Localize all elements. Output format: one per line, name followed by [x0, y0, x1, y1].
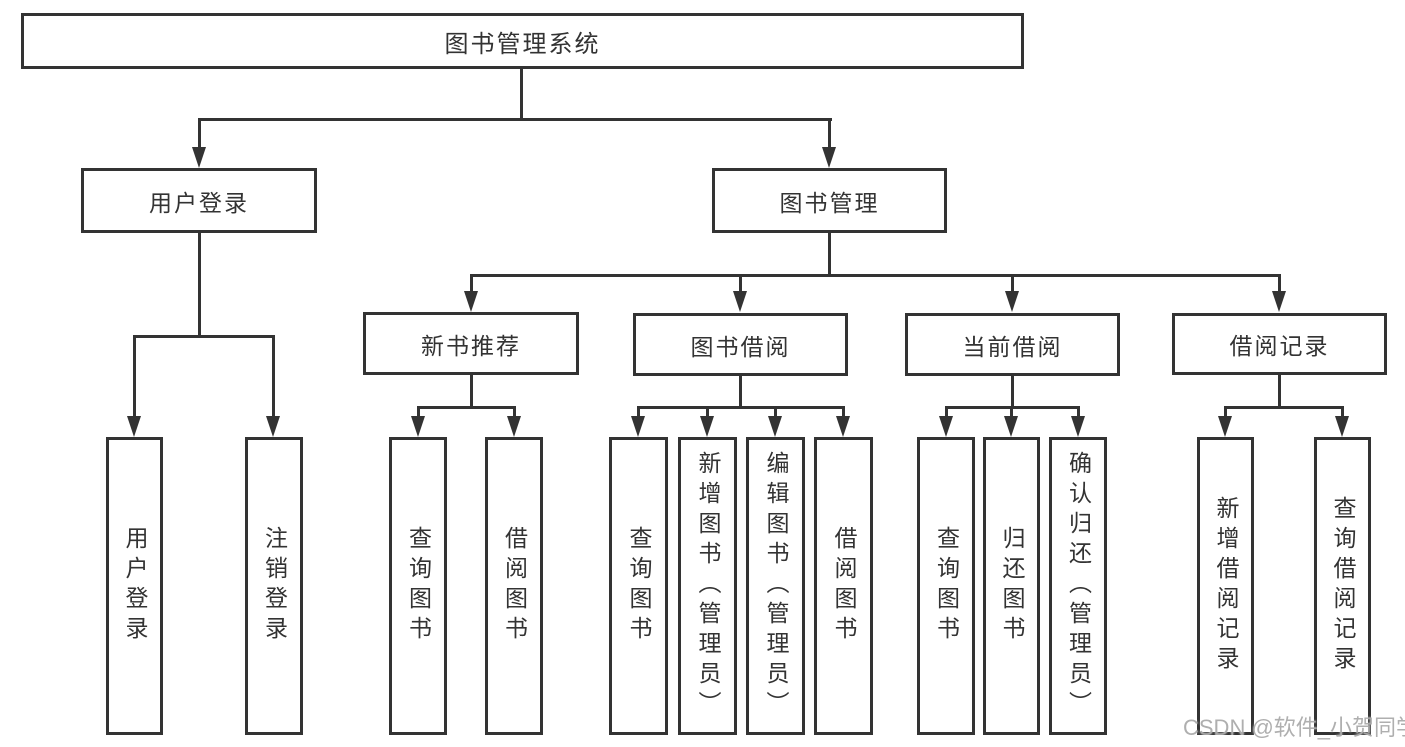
connector-shaft-current-borrow [1011, 274, 1014, 296]
connector-shaft [774, 406, 777, 420]
leaf-edit-book-admin: 编辑图书（管理员） [746, 437, 805, 735]
connector-userlogin-hbar [133, 335, 275, 338]
leaf-query-book-recommend: 查询图书 [389, 437, 447, 735]
leaf-confirm-return-admin: 确认归还（管理员） [1049, 437, 1107, 735]
connector-bookborrow-hbar [637, 406, 845, 409]
arrow-down-icon [127, 416, 141, 437]
node-library-management-system-label: 图书管理系统 [444, 30, 601, 58]
connector-currentborrow-stub [1011, 376, 1014, 409]
leaf-add-book-admin-label: 新增图书（管理员） [695, 451, 721, 721]
leaf-add-borrow-record-label: 新增借阅记录 [1213, 496, 1239, 676]
leaf-confirm-return-admin-label: 确认归还（管理员） [1065, 451, 1092, 721]
arrow-down-icon [411, 416, 425, 437]
leaf-logout: 注销登录 [245, 437, 303, 735]
leaf-borrow-book: 借阅图书 [814, 437, 873, 735]
leaf-query-book-current: 查询图书 [917, 437, 975, 735]
arrow-down-icon [939, 416, 953, 437]
node-book-management-label: 图书管理 [779, 189, 880, 216]
connector-newbook-hbar [417, 406, 516, 409]
node-current-borrowing: 当前借阅 [905, 313, 1120, 376]
connector-shaft [842, 406, 845, 420]
arrow-down-icon [1218, 416, 1232, 437]
connector-shaft [513, 406, 516, 420]
connector-root-hbar [198, 118, 832, 121]
node-borrowing-records-label: 借阅记录 [1229, 333, 1330, 359]
connector-shaft [637, 406, 640, 420]
connector-shaft [1010, 406, 1013, 420]
arrow-down-icon [822, 147, 836, 168]
leaf-borrow-book-recommend: 借阅图书 [485, 437, 543, 735]
leaf-add-borrow-record: 新增借阅记录 [1197, 437, 1254, 735]
leaf-query-borrow-record: 查询借阅记录 [1314, 437, 1371, 735]
arrow-down-icon [192, 147, 206, 168]
leaf-query-book-borrowing-label: 查询图书 [626, 526, 652, 646]
connector-shaft [1224, 406, 1227, 420]
leaf-query-borrow-record-label: 查询借阅记录 [1330, 496, 1356, 676]
connector-shaft-book-borrow [739, 274, 742, 296]
leaf-user-login-label: 用户登录 [122, 526, 148, 646]
connector-shaft-new-book [470, 274, 473, 296]
connector-bookborrow-stub [739, 376, 742, 409]
connector-newbook-stub [470, 375, 473, 409]
arrow-down-icon [700, 416, 714, 437]
node-user-login-label: 用户登录 [149, 189, 249, 216]
leaf-return-book: 归还图书 [983, 437, 1040, 735]
connector-shaft [945, 406, 948, 420]
leaf-user-login: 用户登录 [106, 437, 163, 735]
arrow-down-icon [733, 291, 747, 312]
connector-shaft-borrow-records [1278, 274, 1281, 296]
leaf-logout-label: 注销登录 [261, 526, 288, 646]
leaf-borrow-book-recommend-label: 借阅图书 [501, 526, 528, 646]
connector-shaft-leaf-logout [272, 335, 275, 420]
arrow-down-icon [836, 416, 850, 437]
node-book-borrowing: 图书借阅 [633, 313, 848, 376]
leaf-return-book-label: 归还图书 [999, 526, 1025, 646]
node-book-management: 图书管理 [712, 168, 947, 233]
arrow-down-icon [507, 416, 521, 437]
arrow-down-icon [266, 416, 280, 437]
connector-records-hbar [1224, 406, 1344, 409]
connector-shaft [1077, 406, 1080, 420]
connector-userlogin-stub [198, 233, 201, 338]
node-user-login: 用户登录 [81, 168, 317, 233]
connector-shaft [417, 406, 420, 420]
arrow-down-icon [1005, 291, 1019, 312]
node-book-borrowing-label: 图书借阅 [690, 333, 791, 360]
leaf-edit-book-admin-label: 编辑图书（管理员） [763, 451, 789, 721]
leaf-borrow-book-label: 借阅图书 [831, 526, 857, 646]
arrow-down-icon [1272, 291, 1286, 312]
leaf-query-book-current-label: 查询图书 [933, 526, 960, 646]
connector-bookmgmt-hbar [470, 274, 1281, 277]
watermark: CSDN @软件_小贺同学 [1183, 715, 1405, 740]
node-new-book-recommend-label: 新书推荐 [421, 332, 521, 359]
connector-shaft-book-mgmt [828, 118, 831, 152]
arrow-down-icon [1071, 416, 1085, 437]
node-library-management-system: 图书管理系统 [21, 13, 1024, 69]
arrow-down-icon [631, 416, 645, 437]
arrow-down-icon [1335, 416, 1349, 437]
leaf-add-book-admin: 新增图书（管理员） [678, 437, 737, 735]
leaf-query-book-borrowing: 查询图书 [609, 437, 668, 735]
connector-records-stub [1278, 375, 1281, 409]
node-new-book-recommend: 新书推荐 [363, 312, 579, 375]
connector-root-stub [520, 69, 523, 121]
leaf-query-book-recommend-label: 查询图书 [405, 526, 432, 646]
connector-shaft [1341, 406, 1344, 420]
arrow-down-icon [768, 416, 782, 437]
node-borrowing-records: 借阅记录 [1172, 313, 1387, 375]
connector-bookmgmt-stub [828, 233, 831, 277]
arrow-down-icon [464, 291, 478, 312]
connector-shaft-leaf-login [133, 335, 136, 420]
connector-shaft-user-login [198, 118, 201, 152]
arrow-down-icon [1004, 416, 1018, 437]
node-current-borrowing-label: 当前借阅 [962, 333, 1063, 360]
connector-shaft [706, 406, 709, 420]
